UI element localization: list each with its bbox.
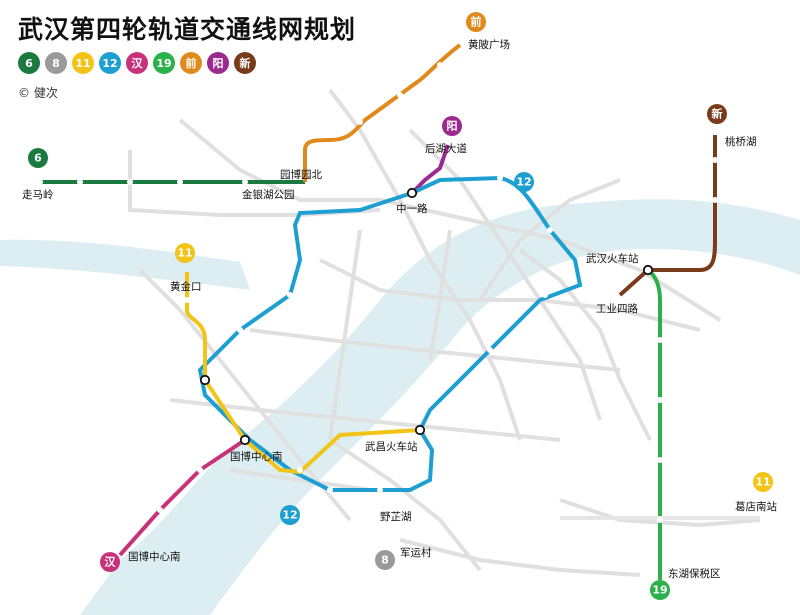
badge-line-12-north xyxy=(514,172,534,192)
svg-text:新: 新 xyxy=(712,107,723,121)
legend-line-12: 12 xyxy=(99,52,121,74)
svg-text:12: 12 xyxy=(282,509,297,522)
station-label-jinyinhu-park: 金银湖公园 xyxy=(242,188,295,201)
badge-line-12-south xyxy=(280,505,300,525)
badge-line-xin xyxy=(707,104,727,124)
badge-line-8 xyxy=(375,550,395,570)
station-label-huangjinkou: 黄金口 xyxy=(170,280,202,293)
line-legend: 6 8 11 12 汉 19 前 阳 新 xyxy=(18,52,256,74)
svg-text:前: 前 xyxy=(471,15,482,29)
station-label-guobo-center-south: 国博中心南 xyxy=(230,450,283,463)
station-label-wuhan-station: 武汉火车站 xyxy=(586,252,639,265)
legend-line-19: 19 xyxy=(153,52,175,74)
badge-line-19 xyxy=(650,580,670,600)
transfer-stations xyxy=(199,187,654,446)
legend-line-11: 11 xyxy=(72,52,94,74)
line-qian xyxy=(303,43,462,182)
station-dots xyxy=(37,62,718,523)
line-yang xyxy=(410,144,450,195)
station-label-yuanboyuan-north: 园博园北 xyxy=(280,168,322,181)
svg-text:11: 11 xyxy=(177,247,192,260)
legend-line-8: 8 xyxy=(45,52,67,74)
svg-text:阳: 阳 xyxy=(447,119,458,133)
badge-line-han xyxy=(100,552,120,572)
badge-line-11-east xyxy=(753,472,773,492)
badge-line-yang xyxy=(442,116,462,136)
svg-text:汉: 汉 xyxy=(105,555,117,569)
station-label-huangpi-square: 黄陂广场 xyxy=(468,38,510,51)
line-badges: 6 前 阳 12 新 11 12 8 汉 11 19 xyxy=(28,12,773,600)
station-label-gedian-south: 葛店南站 xyxy=(735,500,777,513)
station-label-taoqiaohu: 桃桥湖 xyxy=(725,135,757,148)
legend-line-qian: 前 xyxy=(180,52,202,74)
svg-text:6: 6 xyxy=(34,152,42,165)
line-11 xyxy=(185,272,421,475)
badge-line-qian xyxy=(466,12,486,32)
station-label-wuchang-station: 武昌火车站 xyxy=(365,440,418,453)
station-label-guobo-center-south-2: 国博中心南 xyxy=(128,550,181,563)
station-label-houhu-avenue: 后湖大道 xyxy=(425,142,467,155)
legend-line-yang: 阳 xyxy=(207,52,229,74)
station-label-gongye-4th-road: 工业四路 xyxy=(596,302,638,315)
svg-text:8: 8 xyxy=(381,554,389,567)
station-label-zhongyi-road: 中一路 xyxy=(396,202,428,215)
map-title: 武汉第四轮轨道交通线网规划 xyxy=(18,15,357,44)
svg-text:11: 11 xyxy=(755,476,770,489)
legend-line-han: 汉 xyxy=(126,52,148,74)
svg-text:12: 12 xyxy=(516,176,531,189)
svg-text:19: 19 xyxy=(652,584,667,597)
station-label-zoumaling: 走马岭 xyxy=(22,188,54,201)
legend-line-6: 6 xyxy=(18,52,40,74)
station-label-yezhihu: 野芷湖 xyxy=(380,510,412,523)
credit-text: © 健次 xyxy=(18,86,58,100)
legend-line-xin: 新 xyxy=(234,52,256,74)
station-label-junyuncun: 军运村 xyxy=(400,546,432,559)
river xyxy=(80,199,800,615)
background-network xyxy=(128,88,761,577)
badge-line-11-west xyxy=(175,243,195,263)
station-label-donghu-bonded: 东湖保税区 xyxy=(668,567,721,580)
line-han xyxy=(118,438,247,557)
badge-line-6 xyxy=(28,148,48,168)
river-west xyxy=(0,239,250,290)
line-xin xyxy=(618,135,717,297)
